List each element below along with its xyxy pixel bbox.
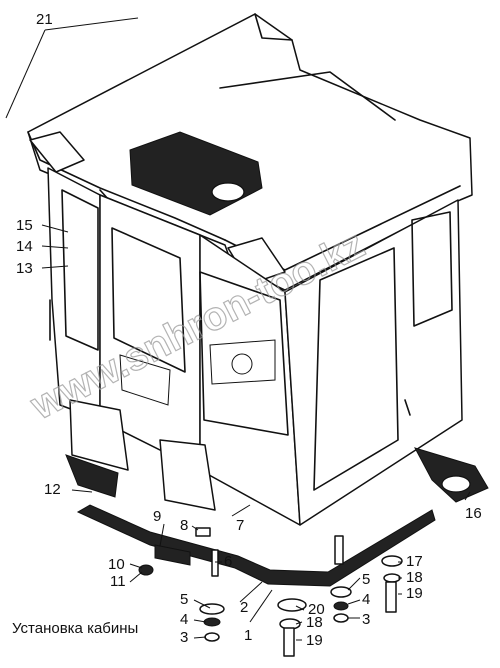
callout-6: 6 (224, 553, 232, 570)
seal-strips (65, 447, 489, 587)
callout-9: 9 (153, 508, 161, 525)
callout-3-right: 3 (362, 611, 370, 628)
callout-4-left: 4 (180, 611, 188, 628)
callout-16: 16 (465, 505, 482, 522)
callout-17: 17 (406, 553, 423, 570)
callout-15: 15 (16, 217, 33, 234)
callout-12: 12 (44, 481, 61, 498)
cab-body (47, 167, 463, 526)
callout-19-bottom: 19 (306, 632, 323, 649)
leader-lines (5, 17, 471, 641)
callout-8: 8 (180, 517, 188, 534)
callout-5-right: 5 (362, 571, 370, 588)
callout-18: 18 (406, 569, 423, 586)
callout-11: 11 (110, 573, 126, 590)
callout-21: 21 (36, 11, 53, 28)
callout-19: 19 (406, 585, 423, 602)
callout-13: 13 (16, 260, 33, 277)
callout-1: 1 (244, 627, 252, 644)
callout-labels: 21 15 14 13 12 16 7 9 8 6 10 11 5 4 3 2 … (16, 11, 482, 649)
callout-10: 10 (108, 556, 125, 573)
caption: Установка кабины (12, 620, 139, 637)
callout-4-right: 4 (362, 591, 370, 608)
callout-2: 2 (240, 599, 248, 616)
callout-20: 20 (308, 601, 325, 618)
callout-7: 7 (236, 517, 244, 534)
callout-5-left: 5 (180, 591, 188, 608)
callout-3-left: 3 (180, 629, 188, 646)
callout-14: 14 (16, 238, 33, 255)
callout-18-bottom: 18 (306, 614, 323, 631)
fasteners (138, 527, 403, 657)
